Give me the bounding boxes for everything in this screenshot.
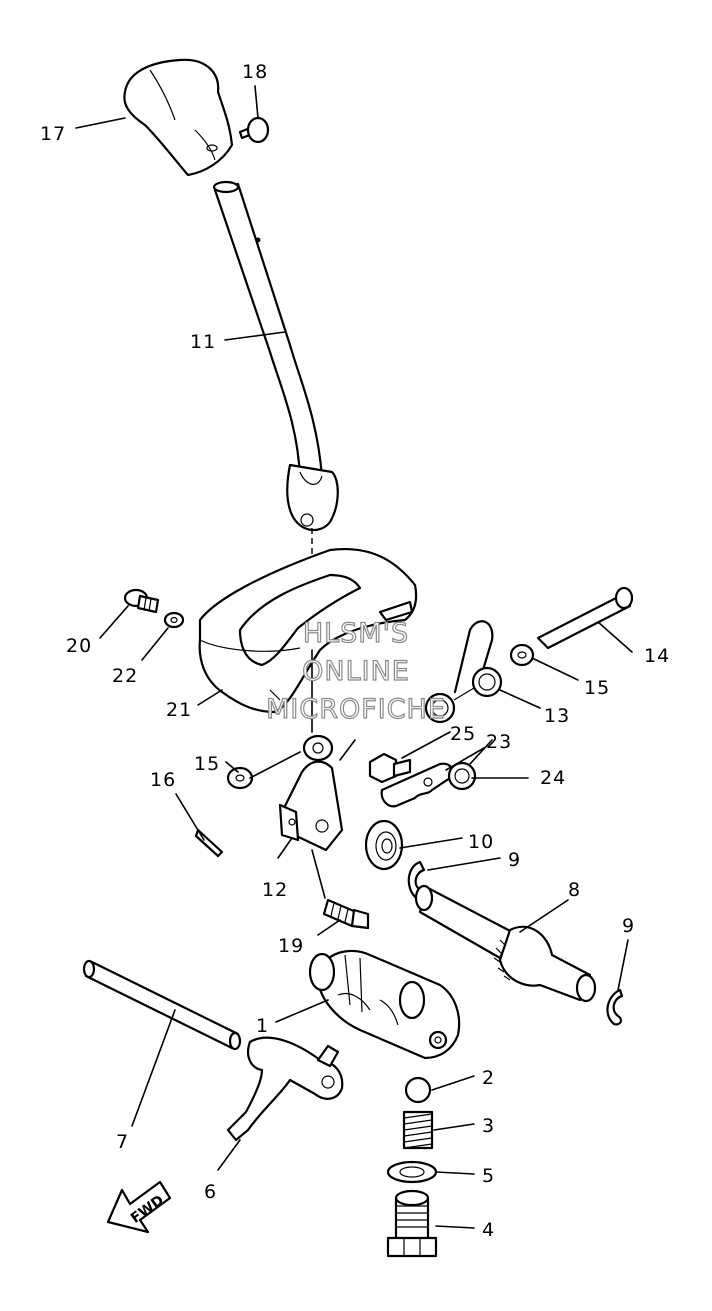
callout-15-right: 15 <box>584 677 610 699</box>
watermark-line-1: HLSM'S <box>303 618 409 649</box>
callout-1: 1 <box>256 1015 269 1037</box>
watermark: HLSM'S ONLINE MICROFICHE <box>265 617 446 725</box>
part-24-spring <box>447 739 493 791</box>
callout-8: 8 <box>568 879 581 901</box>
part-10-oil-seal <box>364 819 404 871</box>
part-17-shift-knob <box>123 58 234 177</box>
callout-14: 14 <box>644 645 670 667</box>
part-14-pin <box>536 586 634 650</box>
callout-22: 22 <box>112 665 138 687</box>
callout-15-left: 15 <box>194 753 220 775</box>
part-1-shift-drum <box>308 949 461 1060</box>
part-9-circlip-lower <box>606 988 624 1026</box>
part-22-washer <box>163 611 185 629</box>
callout-6: 6 <box>204 1181 217 1203</box>
part-6-shift-fork <box>226 1036 344 1142</box>
part-5-washer <box>386 1160 438 1184</box>
part-11-shift-lever <box>212 180 339 532</box>
callout-21: 21 <box>166 699 192 721</box>
callout-16: 16 <box>150 769 176 791</box>
part-23-stopper-plate <box>380 762 454 808</box>
watermark-line-3: MICROFICHE <box>266 694 446 725</box>
callout-19: 19 <box>278 935 304 957</box>
callout-23: 23 <box>486 731 512 753</box>
part-18-pin <box>238 116 270 144</box>
callout-2: 2 <box>482 1067 495 1089</box>
callout-12: 12 <box>262 879 288 901</box>
callout-5: 5 <box>482 1165 495 1187</box>
part-13-spring <box>424 620 503 724</box>
fwd-arrow-icon: FWD <box>106 1180 172 1234</box>
callout-17: 17 <box>40 123 66 145</box>
callout-9-upper: 9 <box>508 849 521 871</box>
callout-4: 4 <box>482 1219 495 1241</box>
part-7-shift-rod <box>82 959 242 1051</box>
callout-11: 11 <box>190 331 216 353</box>
callout-24: 24 <box>540 767 566 789</box>
callout-9-lower: 9 <box>622 915 635 937</box>
callout-13: 13 <box>544 705 570 727</box>
part-12-shift-arm <box>278 649 344 852</box>
part-19-bolt <box>322 898 370 930</box>
part-15-washer-right <box>509 643 535 667</box>
callout-3: 3 <box>482 1115 495 1137</box>
leader-lines <box>75 85 633 1229</box>
callout-labels: 17 18 11 20 22 21 14 15 13 25 23 24 15 1… <box>40 61 670 1241</box>
callout-18: 18 <box>242 61 268 83</box>
part-20-bolt <box>123 588 160 614</box>
callout-20: 20 <box>66 635 92 657</box>
part-25-bolt <box>368 752 412 784</box>
part-15-washer-left <box>226 766 254 790</box>
part-21-shift-guide <box>198 548 418 714</box>
watermark-line-2: ONLINE <box>302 656 410 687</box>
part-4-plug-bolt <box>386 1189 438 1258</box>
callout-25: 25 <box>450 723 476 745</box>
part-2-ball <box>404 1076 432 1104</box>
part-8-shift-shaft <box>414 884 597 1003</box>
callout-7: 7 <box>116 1131 129 1153</box>
part-3-spring <box>402 1110 434 1150</box>
callout-10: 10 <box>468 831 494 853</box>
